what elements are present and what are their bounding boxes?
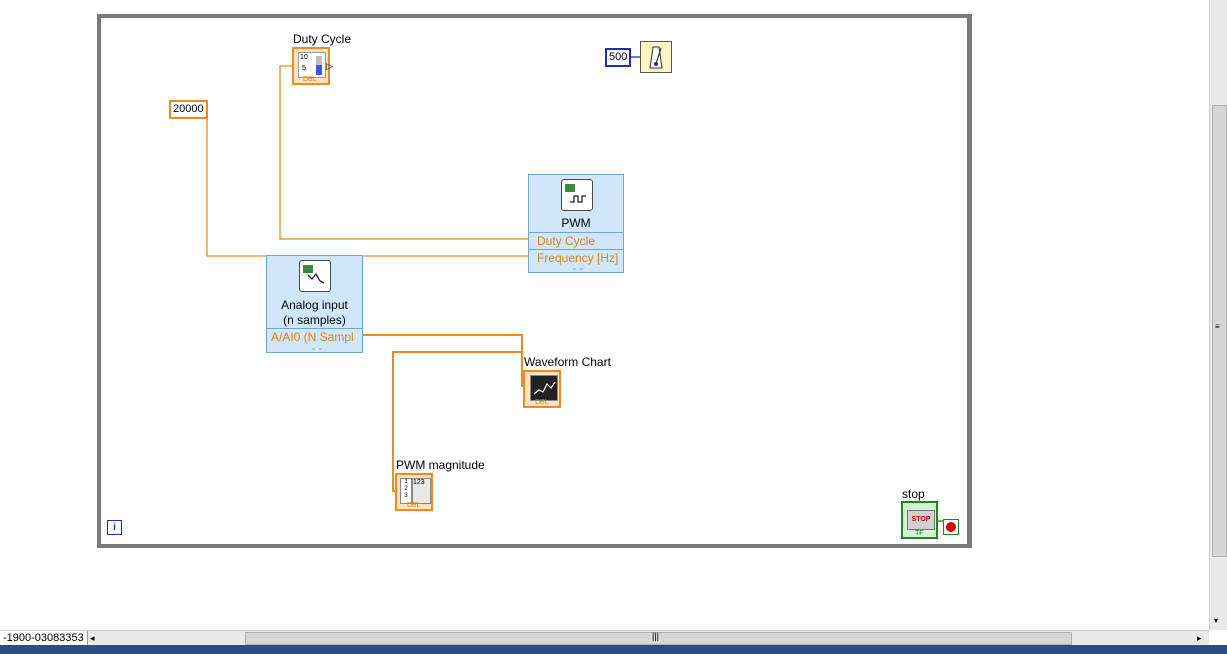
frequency-constant[interactable]: 20000 [169,100,208,119]
pwm-wave-icon [565,184,586,203]
chart-icon [530,375,558,401]
pwm-icon [561,179,593,211]
wire-duty-cycle [279,65,530,240]
wait-ms-constant[interactable]: 500 [605,48,632,67]
slider-tick-10: 10 [300,54,308,61]
pwm-title: PWM [561,216,591,230]
stop-button-face: STOP [907,510,935,530]
pwm-express-vi[interactable]: PWM Duty Cycle Frequency [Hz] ⌄⌄ [528,174,624,273]
taskbar [0,645,1227,654]
wire-frequency [206,109,530,257]
dbl-tag: DBL [303,76,317,83]
slider-icon: 10 5 [298,52,326,78]
pwm-input-frequency[interactable]: Frequency [Hz] [529,249,623,265]
loop-condition-terminal[interactable] [943,519,959,535]
metronome-icon [649,46,663,69]
output-arrow-icon: ▷ [326,61,333,71]
expand-chevron-icon[interactable]: ⌄⌄ [571,263,585,272]
dbl-tag: DBL [535,399,549,406]
tf-tag: TF [915,530,924,537]
iteration-terminal[interactable]: i [107,520,122,535]
analog-input-express-vi[interactable]: Analog input (n samples) A/AI0 (N Sampl … [266,255,363,353]
analog-input-icon [299,260,331,292]
slider-fill [316,65,322,75]
pwm-magnitude-label: PWM magnitude [396,458,485,472]
waveform-chart-label: Waveform Chart [524,355,611,369]
stop-label: stop [902,487,925,501]
scroll-right-arrow-icon[interactable]: ▸ [1197,633,1202,643]
vertical-scroll-thumb[interactable] [1212,105,1227,557]
chart-wave-icon [533,381,556,395]
stop-if-true-icon [946,522,956,532]
analog-wave-icon [303,265,325,284]
status-path: -1900-03083353 [0,631,88,645]
scroll-down-arrow-icon[interactable]: ▾ [1214,616,1219,625]
analog-title-line1: Analog input [281,298,348,312]
horizontal-scrollbar[interactable]: -1900-03083353 ◂ ||| ▸ [0,630,1209,645]
grip-icon: ||| [652,631,660,641]
expand-chevron-icon[interactable]: ⌄⌄ [310,343,324,352]
pwm-input-duty-cycle[interactable]: Duty Cycle [529,232,623,248]
duty-cycle-control[interactable]: 10 5 ▷ DBL [292,47,333,85]
dbl-tag: DBL [407,502,421,509]
stop-button-control[interactable]: STOP TF [901,501,938,539]
waveform-chart-indicator[interactable]: DBL [523,370,561,408]
slider-tick-5: 5 [302,65,306,72]
analog-output-terminal[interactable]: A/AI0 (N Sampl [267,328,362,344]
scroll-left-arrow-icon[interactable]: ◂ [90,633,95,643]
horizontal-scroll-thumb[interactable]: ||| [245,631,1072,645]
wait-timer-icon[interactable] [640,41,672,73]
duty-cycle-label: Duty Cycle [293,32,352,46]
while-loop[interactable] [97,14,972,548]
grip-icon: ≡ [1215,322,1220,331]
wire-analog-to-chart [360,334,527,387]
vertical-scrollbar[interactable]: ≡ ▾ [1209,0,1227,630]
analog-title-line2: (n samples) [283,313,346,327]
numeric-display-text: 123 [413,479,425,486]
numeric-display-icon: 123 [412,478,431,504]
